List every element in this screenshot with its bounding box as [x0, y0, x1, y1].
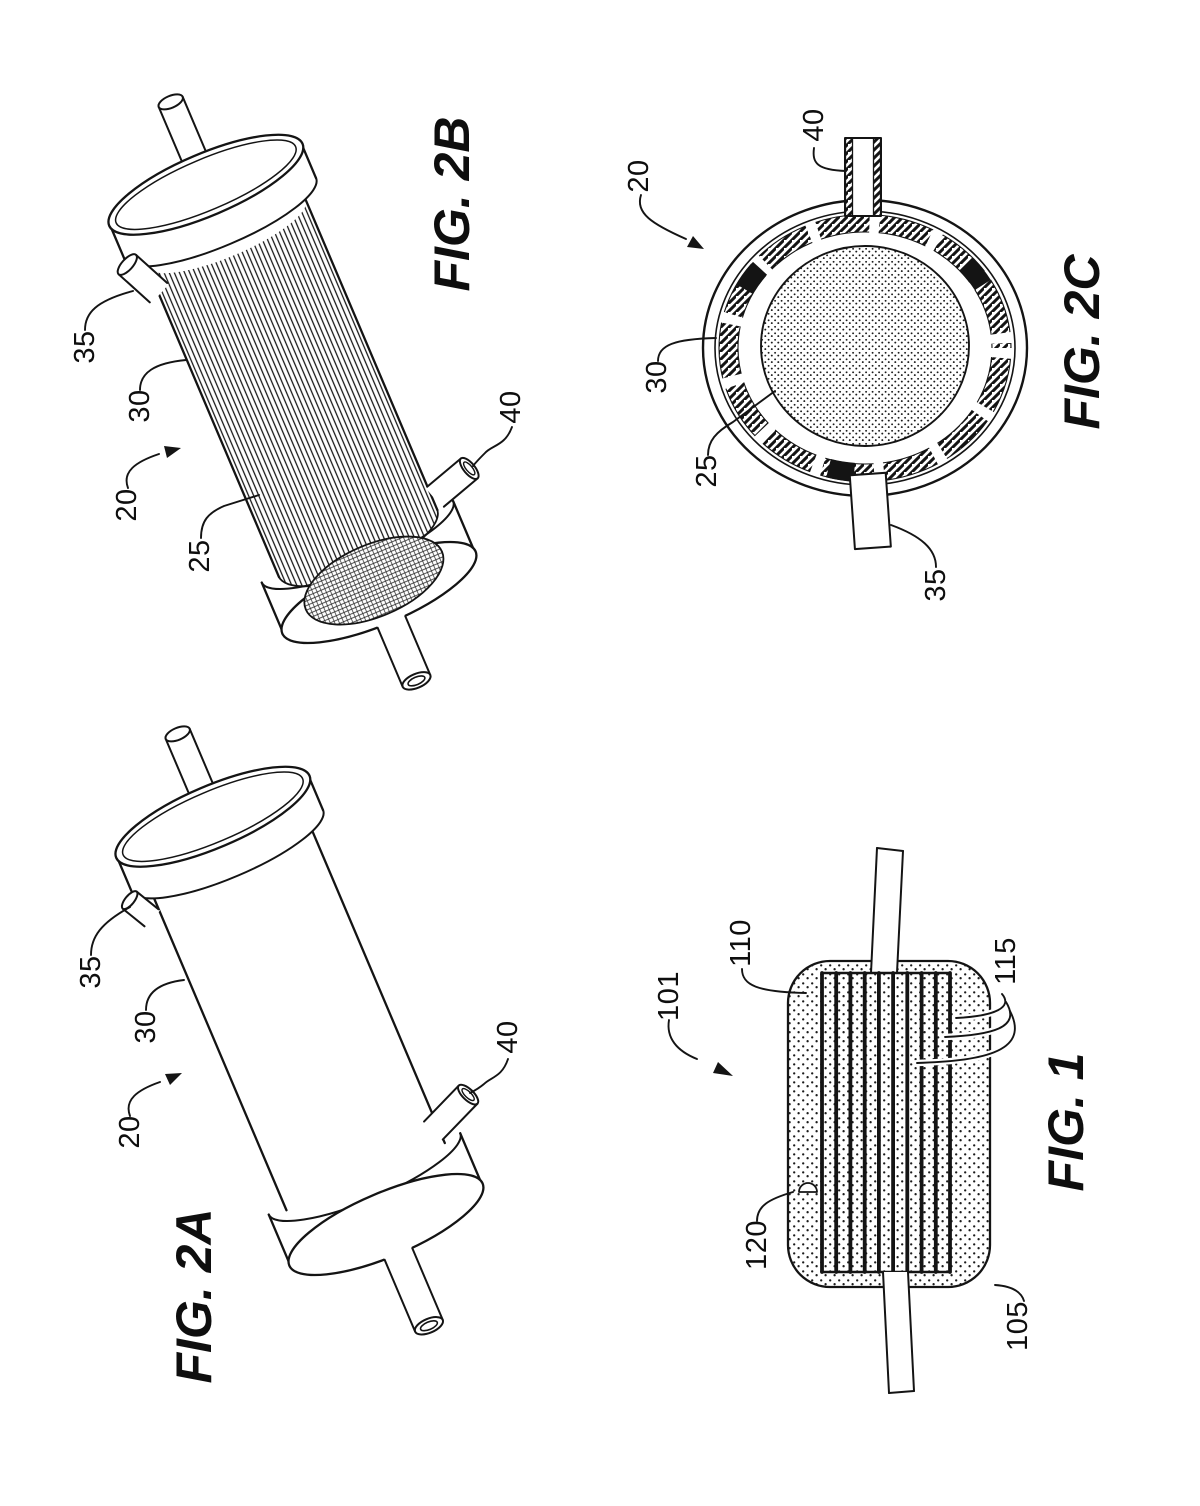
fig2a-arrowhead-20 — [165, 1073, 182, 1085]
fig2b-bottom-tube — [376, 614, 432, 691]
fig2c-ref-20: 20 — [623, 159, 655, 192]
fig2c-port-40 — [844, 137, 882, 217]
fig2b-leader-lines — [84, 290, 513, 539]
fig2b-port-40 — [425, 456, 480, 508]
fig2b-end-flange — [260, 500, 478, 645]
fig-2b-drawing — [84, 93, 513, 691]
fig2c-arrowhead-20 — [687, 236, 704, 249]
fig1-caption: FIG. 1 — [1038, 1053, 1094, 1192]
fig2b-ref-25: 25 — [184, 539, 216, 572]
fig2a-ref-20: 20 — [114, 1115, 146, 1148]
fig2a-end-cap — [114, 765, 325, 900]
fig2a-bottom-tube — [383, 1246, 445, 1336]
fig2b-ref-20: 20 — [111, 488, 143, 521]
fig2b-port-35 — [116, 253, 169, 304]
fig2b-fiber-bundle-face — [303, 535, 445, 626]
fig2a-ref-40: 40 — [492, 1020, 524, 1053]
fig2c-ref-35: 35 — [920, 568, 952, 601]
fig1-ref-120: 120 — [741, 1220, 773, 1270]
fig1-potted-body — [786, 959, 992, 1289]
fig2c-ref-40: 40 — [798, 108, 830, 141]
fig2b-end-cap — [107, 133, 318, 268]
fig-2c-drawing — [638, 137, 1029, 568]
fig2c-fiber-core — [760, 245, 970, 447]
fig2a-ref-35: 35 — [75, 955, 107, 988]
fig2b-caption: FIG. 2B — [424, 116, 480, 291]
fig2a-leader-lines — [90, 906, 509, 1117]
fig-2a-drawing — [90, 725, 509, 1336]
fig2a-caption: FIG. 2A — [166, 1208, 222, 1383]
fig2b-ref-40: 40 — [495, 390, 527, 423]
fig2b-ref-30: 30 — [124, 389, 156, 422]
fig1-ref-115: 115 — [990, 937, 1022, 985]
fig2c-port-35 — [848, 471, 892, 551]
fig2b-top-tube — [157, 93, 212, 173]
fig1-arrowhead-101 — [713, 1062, 733, 1076]
fig2c-leader-lines — [638, 147, 937, 568]
fig2c-caption: FIG. 2C — [1054, 254, 1110, 430]
fig2b-ref-35: 35 — [69, 330, 101, 363]
fig-1-drawing — [667, 847, 1025, 1394]
fig2c-ref-25: 25 — [691, 454, 723, 487]
fig1-bottom-tube — [882, 1271, 915, 1394]
fig1-leader-lines — [667, 968, 1025, 1302]
fig1-top-tube — [870, 847, 904, 974]
fig1-ref-101: 101 — [653, 971, 685, 1021]
fig1-ref-105: 105 — [1002, 1301, 1034, 1351]
fig1-ref-110: 110 — [725, 919, 757, 967]
fig2a-port-35 — [120, 890, 160, 928]
fig2a-body — [153, 830, 446, 1219]
fig2a-port-40 — [422, 1083, 480, 1142]
fig2b-arrowhead-20 — [164, 446, 181, 458]
fig2c-ref-30: 30 — [641, 360, 673, 393]
fig2b-fiber-body — [146, 198, 439, 588]
fig2a-ref-30: 30 — [130, 1010, 162, 1043]
fig1-fiber-array — [820, 971, 952, 1274]
fig1-notch-120 — [798, 1182, 818, 1193]
